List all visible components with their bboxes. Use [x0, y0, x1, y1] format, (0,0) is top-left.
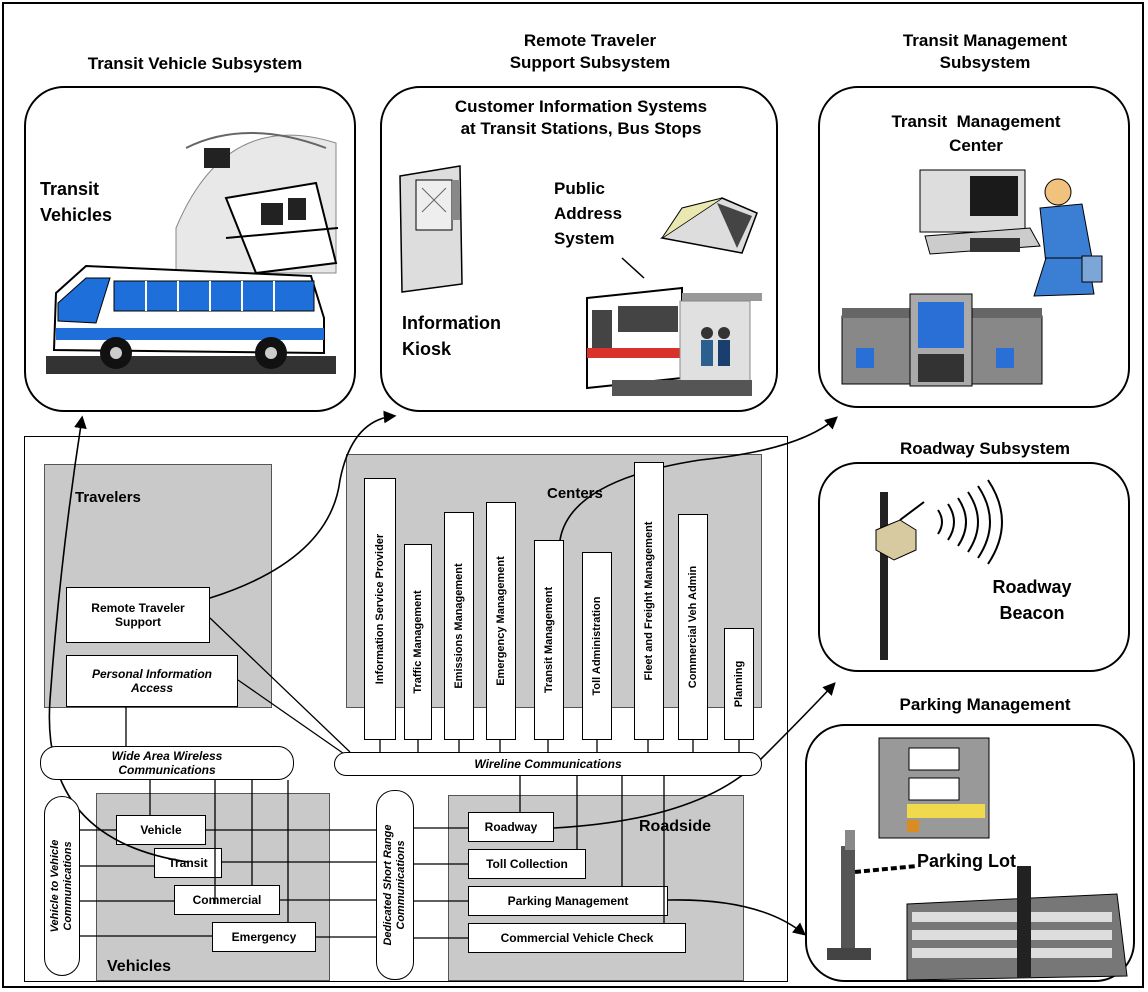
center-box: Planning — [724, 628, 754, 740]
transit-box: Transit — [154, 848, 222, 878]
center-box: Commercial Veh Admin — [678, 514, 708, 740]
center-label: Commercial Veh Admin — [687, 565, 699, 689]
transit-management-center-label: Transit Management Center — [891, 112, 1061, 155]
transit-vehicle-illustration — [46, 132, 339, 374]
beacon-pole-icon — [875, 492, 925, 660]
parking-lot-top-view-icon — [878, 737, 990, 839]
center-box: Traffic Management — [404, 544, 432, 740]
roadway-subsystem-box: Roadway Beacon — [818, 462, 1130, 672]
travelers-title: Travelers — [75, 489, 141, 506]
vehicle-box: Vehicle — [116, 815, 206, 845]
public-address-system-label: Public Address System — [554, 179, 623, 248]
center-label: Planning — [733, 660, 745, 708]
bus-icon — [46, 264, 336, 374]
remote-traveler-support-box: Remote Traveler Support — [66, 587, 210, 643]
transit-vehicle-subsystem-title: Transit Vehicle Subsystem — [87, 54, 303, 73]
roadway-subsystem-title: Roadway Subsystem — [899, 439, 1071, 458]
parking-management-title: Parking Management — [899, 695, 1071, 714]
parking-management-box: Parking Lot — [805, 724, 1135, 982]
wireline-communications: Wireline Communications — [334, 752, 762, 776]
vehicle-to-vehicle-label: Vehicle to Vehicle Communications — [49, 839, 74, 933]
center-label: Toll Administration — [591, 596, 603, 696]
dedicated-short-range-communications: Dedicated Short Range Communications — [376, 790, 414, 980]
center-label: Traffic Management — [412, 590, 424, 694]
parking-lot-label: Parking Lot — [917, 851, 1017, 871]
parking-management-box-node: Parking Management — [468, 886, 668, 916]
personal-information-access-box: Personal Information Access — [66, 655, 238, 707]
subway-train-icon — [175, 132, 339, 275]
commercial-box: Commercial — [174, 885, 280, 915]
parking-lot-illustration — [827, 737, 1128, 981]
information-kiosk-label: Information Kiosk — [402, 313, 501, 359]
center-box: Toll Administration — [582, 552, 612, 740]
commercial-vehicle-check-box: Commercial Vehicle Check — [468, 923, 686, 953]
information-kiosk-icon — [399, 165, 463, 293]
customer-information-systems-heading: Customer Information Systems at Transit … — [454, 97, 708, 138]
computer-workstation-icon — [919, 169, 1041, 255]
parking-garage-building-icon — [906, 866, 1128, 981]
operator-person-icon — [1033, 178, 1103, 297]
vehicles-title: Vehicles — [107, 958, 172, 975]
light-rail-icon — [586, 257, 762, 396]
remote-traveler-subsystem-box: Customer Information Systems at Transit … — [380, 86, 778, 412]
center-label: Information Service Provider — [374, 533, 386, 685]
center-box: Emissions Management — [444, 512, 474, 740]
subsystem-arrows — [48, 410, 838, 936]
transit-vehicles-label: Transit Vehicles — [40, 179, 113, 225]
transit-management-subsystem-title: Transit Management Subsystem — [902, 31, 1068, 72]
center-box: Fleet and Freight Management — [634, 462, 664, 740]
center-label: Transit Management — [543, 586, 555, 694]
remote-traveler-illustration — [399, 165, 762, 396]
transit-building-icon — [841, 293, 1043, 387]
center-label: Fleet and Freight Management — [643, 521, 655, 681]
center-label: Emergency Management — [495, 556, 507, 686]
remote-traveler-subsystem-title: Remote Traveler Support Subsystem — [509, 31, 671, 72]
transit-vehicle-subsystem-box: Transit Vehicles — [24, 86, 356, 412]
gate-barrier-icon — [827, 830, 918, 960]
wide-area-wireless-communications: Wide Area Wireless Communications — [40, 746, 294, 780]
roadway-beacon-illustration — [875, 479, 1003, 660]
toll-collection-box: Toll Collection — [468, 849, 586, 879]
emergency-box: Emergency — [212, 922, 316, 952]
roadway-box: Roadway — [468, 812, 554, 842]
transit-management-illustration — [841, 169, 1103, 387]
center-box: Transit Management — [534, 540, 564, 740]
center-box: Information Service Provider — [364, 478, 396, 740]
center-box: Emergency Management — [486, 502, 516, 740]
transit-management-subsystem-box: Transit Management Center — [818, 86, 1130, 408]
roadway-beacon-label: Roadway Beacon — [992, 577, 1072, 623]
roadside-title: Roadside — [639, 818, 712, 835]
vehicle-to-vehicle-communications: Vehicle to Vehicle Communications — [44, 796, 80, 976]
center-label: Emissions Management — [453, 563, 465, 689]
dsrc-label: Dedicated Short Range Communications — [382, 824, 407, 946]
radio-waves-icon — [937, 479, 1003, 565]
loudspeaker-icon — [660, 197, 758, 254]
